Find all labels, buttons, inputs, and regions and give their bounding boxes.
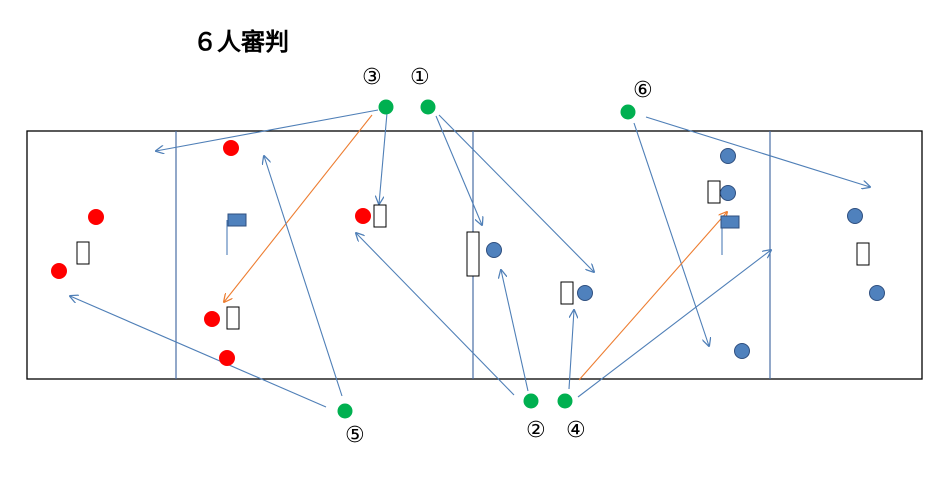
blue-square-marker xyxy=(227,213,247,227)
white-marker xyxy=(76,241,90,265)
blue-player xyxy=(847,208,863,224)
white-marker xyxy=(373,204,387,228)
blue-player xyxy=(869,285,885,301)
referee-label-2: ② xyxy=(526,418,546,443)
blue-player xyxy=(720,185,736,201)
white-marker xyxy=(856,242,870,266)
red-team xyxy=(51,140,371,366)
referee-label-6: ⑥ xyxy=(633,78,653,103)
arrows xyxy=(70,109,870,408)
red-player xyxy=(88,209,104,225)
red-player xyxy=(219,350,235,366)
white-marker xyxy=(466,231,480,277)
arrow-ref3-to-left-zone xyxy=(156,109,379,151)
blue-player xyxy=(734,343,750,359)
square-markers xyxy=(226,213,740,255)
blue-square-marker xyxy=(720,215,740,229)
white-marker xyxy=(707,180,721,204)
referee-label-3: ③ xyxy=(362,65,382,90)
arrow-ref3-orange-diagonal xyxy=(224,114,373,302)
blue-player xyxy=(486,242,502,258)
referee-labels: ③ ① ⑥ ⑤ ② ④ xyxy=(345,65,653,448)
arrow-ref2-up xyxy=(501,270,529,392)
arrow-ref6-to-right-zone xyxy=(645,116,870,187)
blue-team xyxy=(486,148,885,359)
arrow-ref1-to-blue-player xyxy=(438,114,594,272)
referee-6 xyxy=(620,104,636,120)
referee-2 xyxy=(523,393,539,409)
referees xyxy=(337,99,636,419)
referee-4 xyxy=(557,393,573,409)
arrow-ref4-orange-diagonal xyxy=(578,212,727,381)
diagram-title: ６人審判 xyxy=(193,28,289,56)
referee-label-1: ① xyxy=(410,65,430,90)
red-player xyxy=(355,208,371,224)
white-markers xyxy=(76,180,870,330)
referee-1 xyxy=(420,99,436,115)
red-player xyxy=(51,263,67,279)
red-player xyxy=(204,311,220,327)
blue-player xyxy=(577,285,593,301)
arrow-ref5-up xyxy=(264,156,343,397)
referee-5 xyxy=(337,403,353,419)
arrow-ref3-to-red-player xyxy=(379,112,388,204)
blue-player xyxy=(720,148,736,164)
white-marker xyxy=(560,281,574,305)
court-boundary xyxy=(26,130,923,380)
referee-label-4: ④ xyxy=(566,418,586,443)
arrow-ref6-down xyxy=(633,122,709,346)
referee-label-5: ⑤ xyxy=(345,423,365,448)
arrow-ref4-to-right-zone xyxy=(577,250,771,398)
arrow-ref4-up xyxy=(568,310,574,390)
arrow-ref2-to-red-player xyxy=(356,233,515,396)
referee-3 xyxy=(378,99,394,115)
red-player xyxy=(223,140,239,156)
white-marker xyxy=(226,306,240,330)
arrow-ref5-to-red-player xyxy=(70,296,327,408)
arrow-ref1-to-center xyxy=(435,115,482,225)
